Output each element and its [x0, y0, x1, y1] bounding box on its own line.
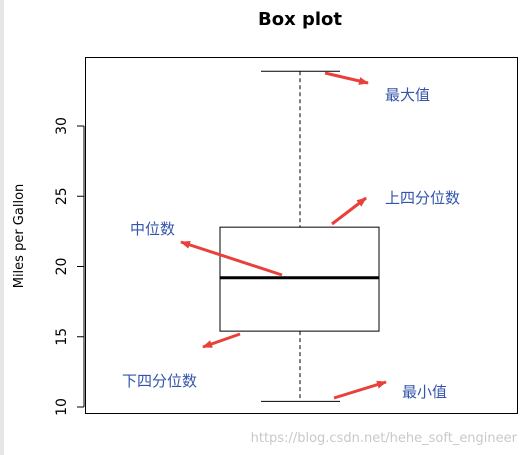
y-axis-ticks: 10 15 20 25 30: [54, 117, 84, 416]
plot-area-border: [85, 57, 518, 414]
y-tick-label-30: 30: [54, 117, 70, 135]
box-plot: [219, 70, 380, 402]
median-annotation: 中位数: [130, 220, 175, 238]
min-arrow: [333, 380, 387, 400]
y-tick-label-20: 20: [54, 258, 70, 276]
y-tick-label-25: 25: [54, 187, 70, 205]
min-annotation: 最小值: [402, 383, 447, 401]
q3-arrow: [331, 196, 367, 226]
chart-title: Box plot: [258, 9, 342, 30]
max-arrow: [324, 71, 369, 85]
left-border-strip: [0, 0, 4, 455]
y-tick-label-15: 15: [54, 328, 70, 346]
q1-annotation: 下四分位数: [122, 372, 197, 390]
max-annotation: 最大值: [385, 86, 430, 104]
y-axis-label: Miles per Gallon: [12, 184, 27, 289]
median-arrow: [180, 240, 283, 277]
y-tick-label-10: 10: [54, 398, 70, 416]
q3-annotation: 上四分位数: [385, 189, 460, 207]
watermark-text: https://blog.csdn.net/hehe_soft_engineer: [251, 431, 518, 446]
q1-arrow: [202, 332, 241, 349]
